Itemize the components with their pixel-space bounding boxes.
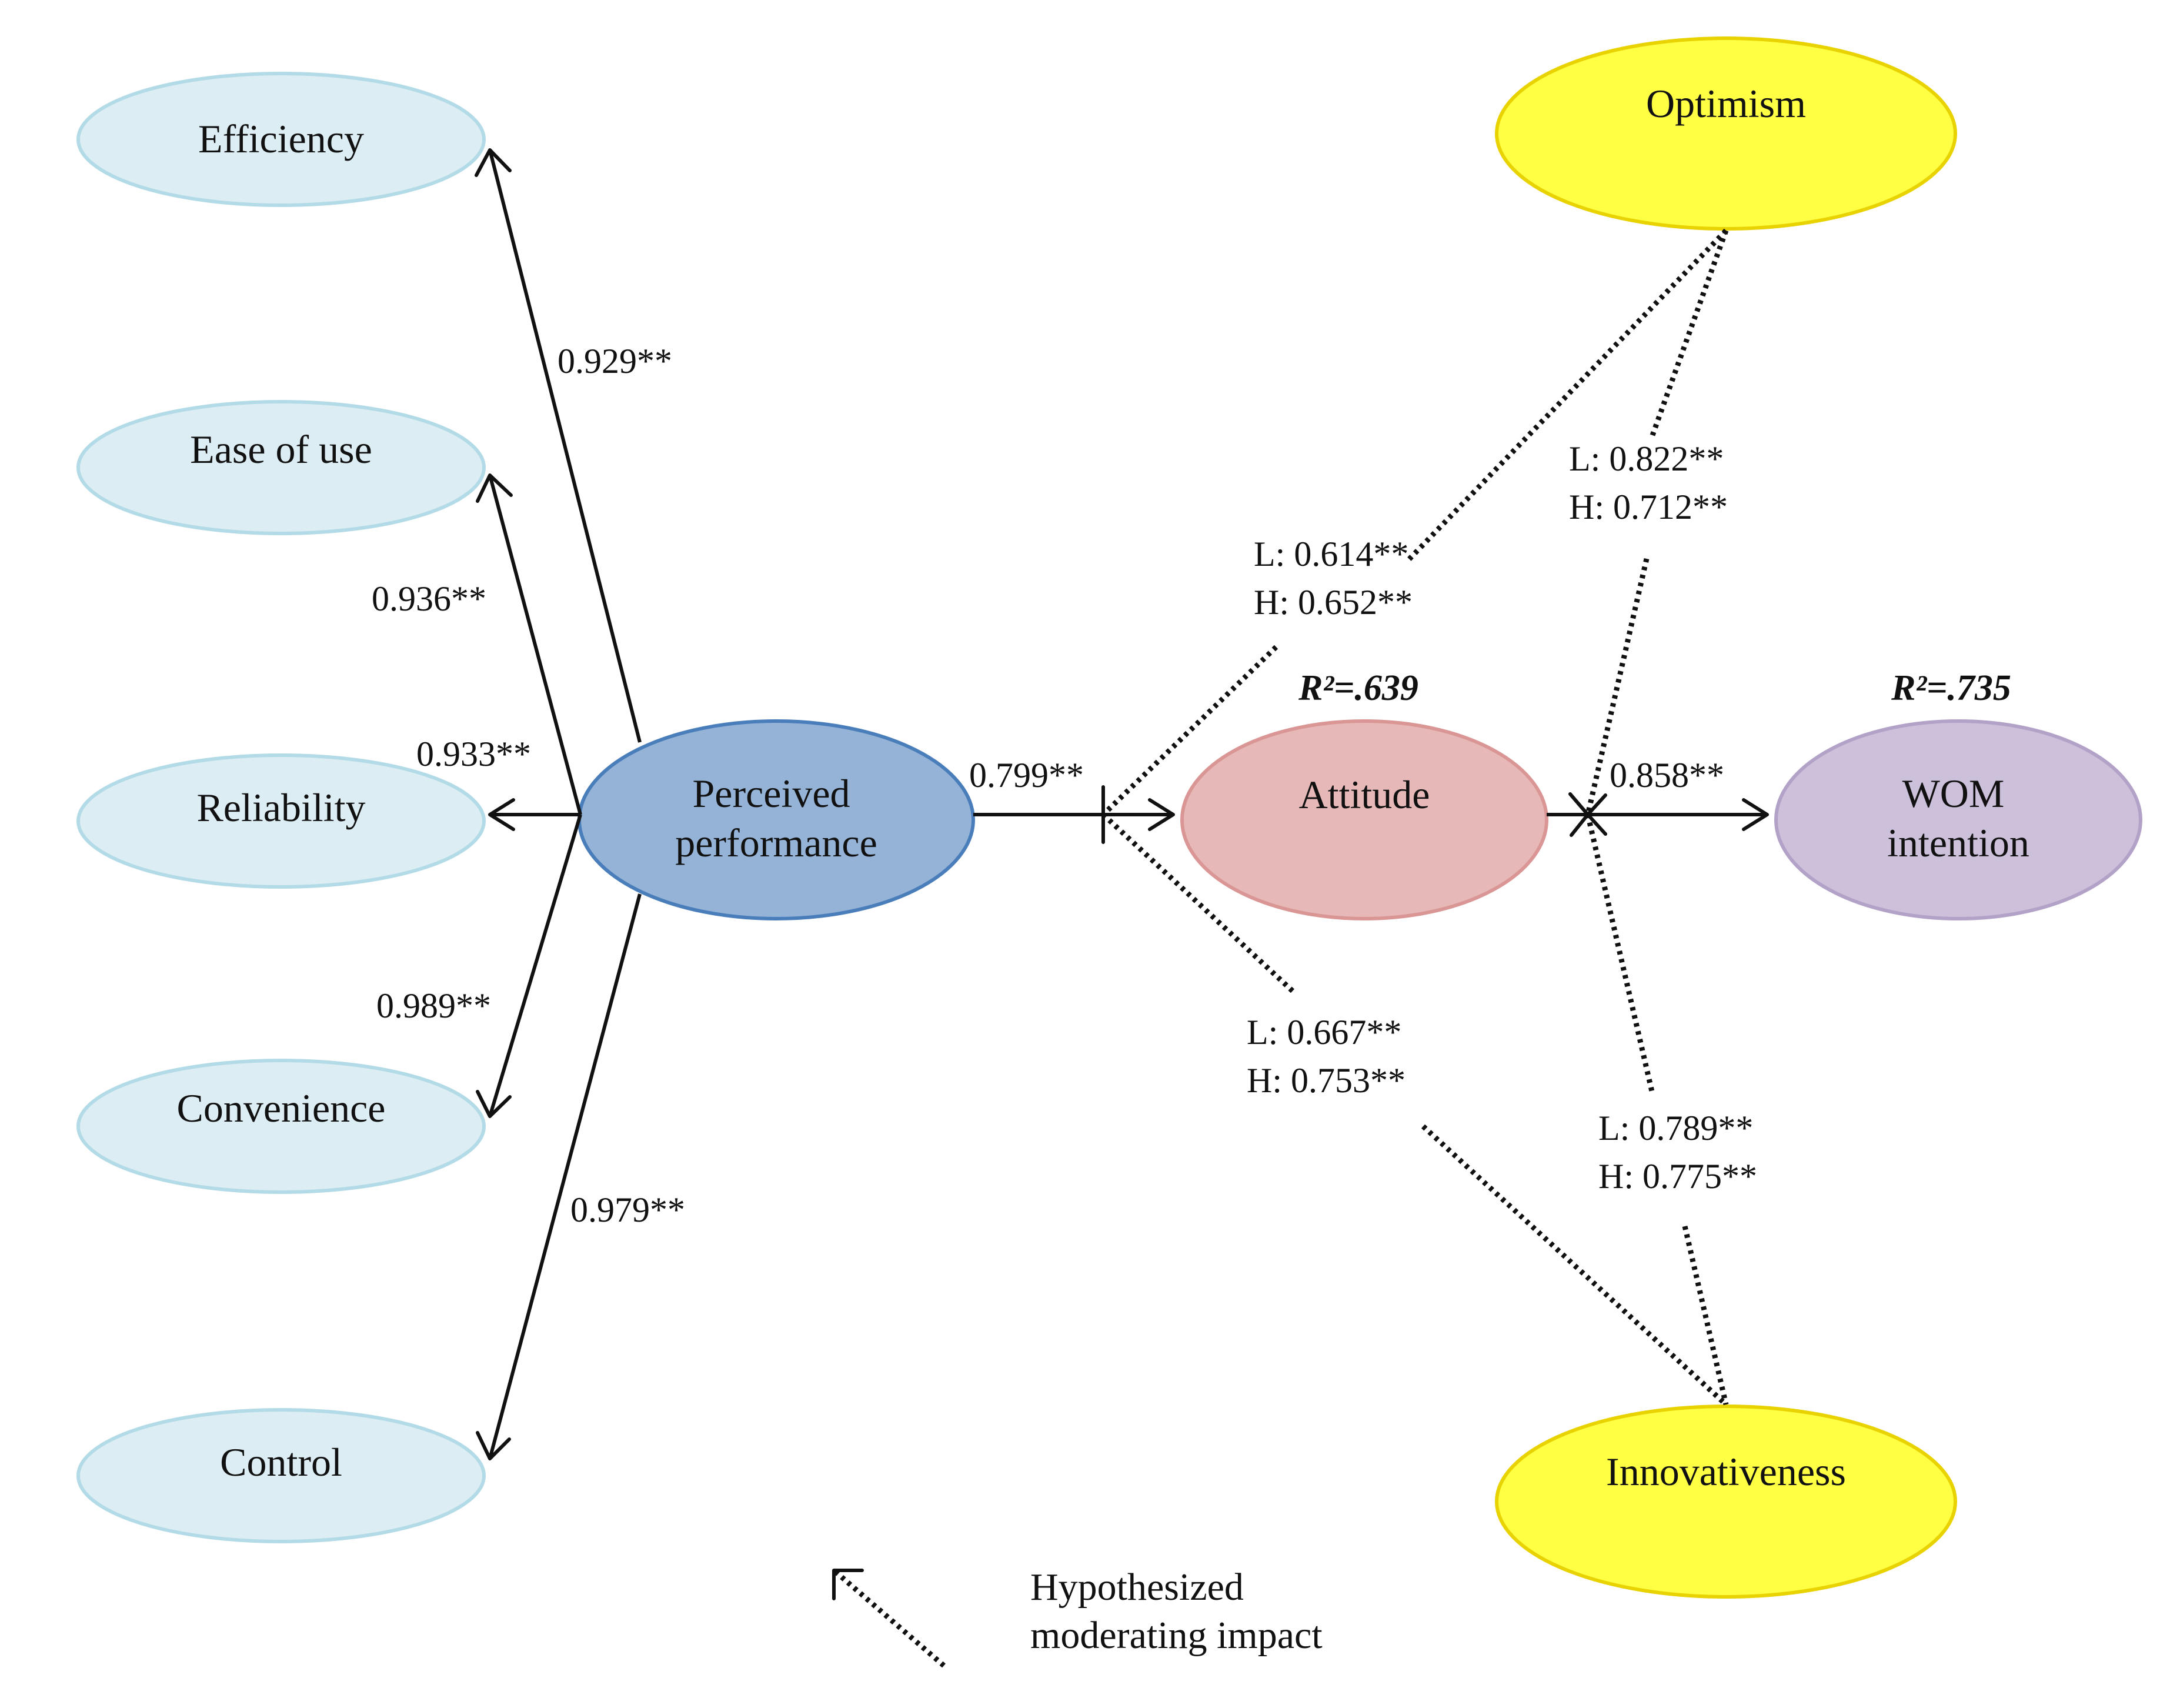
node-wom-intention-shape <box>1774 719 2142 920</box>
node-perceived-performance-label: Perceived performance <box>675 771 877 865</box>
node-ease-of-use-label: Ease of use <box>190 427 372 472</box>
coef-attitude-wom: 0.858** <box>1610 756 1724 795</box>
coef-optimism-attitude-high: H: 0.652** <box>1254 583 1413 622</box>
edge-pp-reliability <box>488 798 580 831</box>
node-optimism-label-line: Optimism <box>1646 81 1806 126</box>
node-control: Control <box>76 1408 486 1543</box>
coef-optimism-attitude-low: L: 0.614** <box>1254 535 1408 573</box>
node-wom-intention-label: WOM intention <box>1887 771 2029 865</box>
node-attitude: Attitude <box>1180 719 1548 920</box>
edge-pp-efficiency <box>475 148 642 743</box>
node-reliability: Reliability <box>76 753 486 889</box>
node-reliability-shape <box>76 753 486 889</box>
edge-pp-ease-of-use-line <box>488 475 582 815</box>
node-reliability-label-line: Reliability <box>196 785 365 830</box>
edge-optimism-attitude-wom-seg-1 <box>1650 229 1729 436</box>
node-perceived-performance-label-line-2: performance <box>675 820 877 865</box>
edge-pp-attitude-arrowhead <box>1148 798 1175 831</box>
edge-pp-attitude <box>973 798 1175 831</box>
edge-optimism-attitude-wom-seg-2 <box>1585 558 1650 816</box>
edge-attitude-wom-arrowhead <box>1742 798 1769 831</box>
edge-innov-attitude-wom-arrowhead <box>1570 813 1607 837</box>
node-efficiency-label-line: Efficiency <box>198 116 364 161</box>
coef-efficiency: 0.929** <box>557 342 672 381</box>
legend-text-line-1: Hypothesized <box>1030 1566 1244 1609</box>
edge-innov-attitude-wom-seg-1 <box>1585 813 1655 1095</box>
node-perceived-performance-shape <box>577 719 975 920</box>
node-perceived-performance-label-line-1: Perceived <box>692 771 850 816</box>
node-attitude-shape <box>1180 719 1548 920</box>
coef-reliability: 0.933** <box>416 735 531 773</box>
node-innovativeness-label-line: Innovativeness <box>1606 1449 1846 1494</box>
node-efficiency: Efficiency <box>76 72 486 207</box>
edge-innov-attitude-wom-seg-2 <box>1682 1225 1729 1406</box>
node-innovativeness-shape <box>1495 1405 1957 1599</box>
edge-optimism-pp-attitude-seg-2 <box>1101 645 1278 817</box>
edge-pp-ease-of-use <box>476 473 582 815</box>
node-wom-intention-label-line-1: WOM <box>1902 771 2005 816</box>
coef-innov-wom-low: L: 0.789** <box>1598 1109 1753 1147</box>
edge-pp-efficiency-line <box>488 149 642 743</box>
coef-innov-attitude-high: H: 0.753** <box>1247 1061 1406 1100</box>
edge-optimism-pp-attitude-seg-1 <box>1406 228 1728 562</box>
edge-pp-reliability-arrowhead <box>488 798 515 831</box>
edge-pp-convenience-arrowhead <box>476 1090 512 1118</box>
node-convenience-label-line: Convenience <box>177 1086 386 1130</box>
node-wom-intention: WOM intention <box>1774 719 2142 920</box>
coef-innov-attitude-low: L: 0.667** <box>1247 1013 1401 1052</box>
node-attitude-label: Attitude <box>1299 772 1430 817</box>
node-innovativeness-label: Innovativeness <box>1606 1449 1846 1494</box>
edge-attitude-wom <box>1547 798 1769 831</box>
coef-innov-wom-high: H: 0.775** <box>1598 1157 1757 1196</box>
legend-arrowhead <box>832 1569 864 1600</box>
node-control-label: Control <box>220 1440 342 1485</box>
node-optimism-label: Optimism <box>1646 81 1806 126</box>
node-convenience: Convenience <box>76 1059 486 1194</box>
node-control-shape <box>76 1408 486 1543</box>
edge-pp-control <box>476 893 642 1460</box>
coef-convenience: 0.989** <box>376 986 491 1025</box>
node-efficiency-label: Efficiency <box>198 116 364 161</box>
coef-optimism-wom-high: H: 0.712** <box>1569 488 1728 526</box>
node-perceived-performance: Perceived performance <box>577 719 975 920</box>
legend-text-line-2: moderating impact <box>1030 1614 1323 1657</box>
node-ease-of-use-label-line: Ease of use <box>190 427 372 472</box>
edge-innov-pp-attitude-arrowhead <box>1101 813 1132 844</box>
edge-pp-control-line <box>488 893 642 1459</box>
r2-attitude: R²=.639 <box>1298 668 1418 708</box>
edge-innov-pp-attitude-seg-2 <box>1421 1124 1728 1407</box>
coef-control: 0.979** <box>570 1190 685 1229</box>
node-innovativeness: Innovativeness <box>1495 1405 1957 1599</box>
legend: Hypothesized moderating impact <box>832 1566 1323 1668</box>
coef-ease-of-use: 0.936** <box>372 579 486 618</box>
edge-innov-pp-attitude-seg-1 <box>1101 812 1295 993</box>
coef-optimism-wom-low: L: 0.822** <box>1569 439 1724 478</box>
edge-pp-control-arrowhead <box>476 1431 511 1460</box>
node-optimism: Optimism <box>1495 36 1957 231</box>
legend-dotted-line <box>832 1568 946 1668</box>
node-ease-of-use: Ease of use <box>76 400 486 535</box>
edge-pp-convenience-line <box>488 814 582 1117</box>
edge-pp-ease-of-use-arrowhead <box>476 473 513 503</box>
edge-optimism-attitude-wom-arrowhead <box>1568 792 1607 816</box>
edge-pp-convenience <box>476 814 582 1118</box>
node-control-label-line: Control <box>220 1440 342 1485</box>
edge-innovativeness-moderates-pp-attitude <box>1101 812 1728 1407</box>
node-wom-intention-label-line-2: intention <box>1887 820 2029 865</box>
edge-innovativeness-moderates-attitude-wom <box>1570 813 1729 1406</box>
node-optimism-shape <box>1495 36 1957 231</box>
coef-pp-attitude: 0.799** <box>969 756 1084 795</box>
edge-pp-efficiency-arrowhead <box>475 148 512 177</box>
node-convenience-label: Convenience <box>177 1086 386 1130</box>
node-reliability-label: Reliability <box>196 785 365 830</box>
node-convenience-shape <box>76 1059 486 1194</box>
r2-wom-intention: R²=.735 <box>1891 668 2011 708</box>
node-efficiency-shape <box>76 72 486 207</box>
node-attitude-label-line: Attitude <box>1299 772 1430 817</box>
node-ease-of-use-shape <box>76 400 486 535</box>
